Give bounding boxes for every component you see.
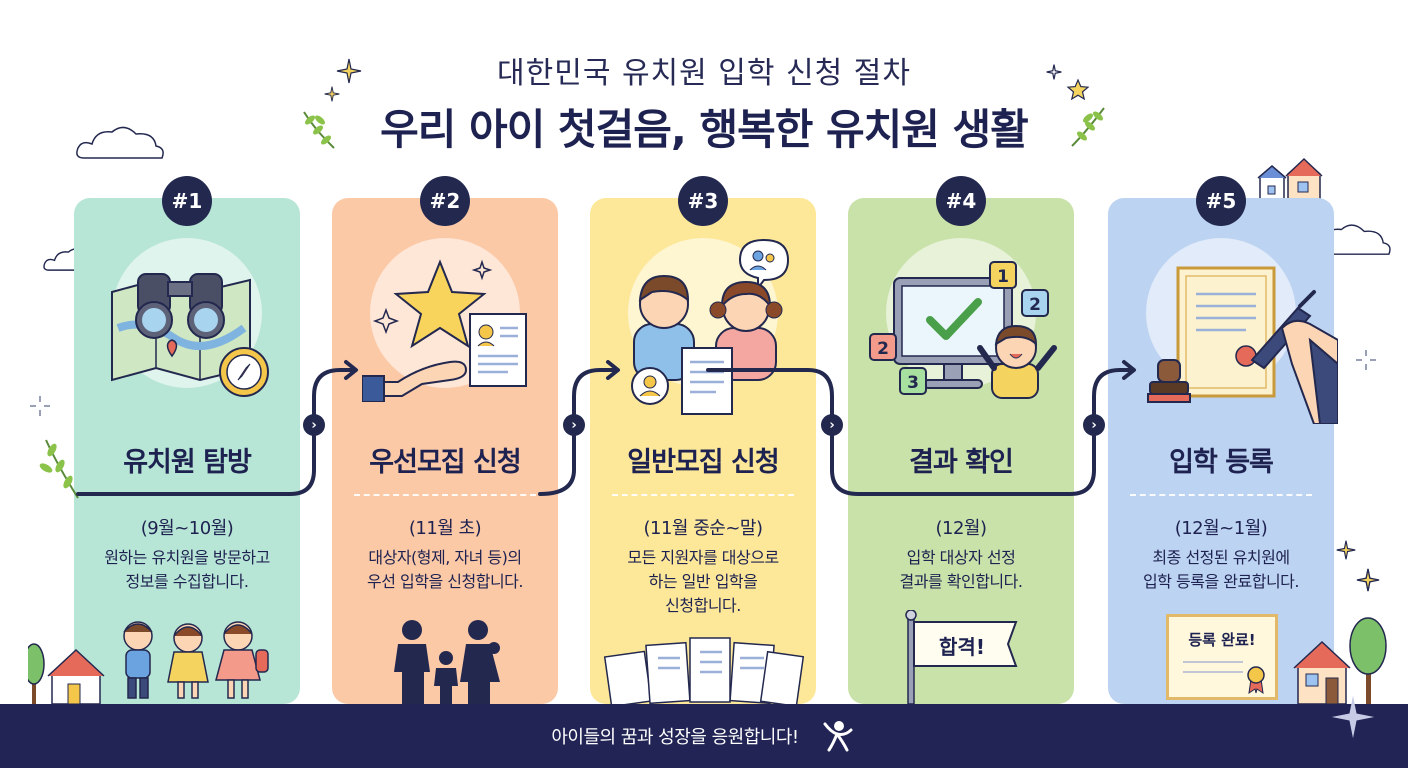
step-title: 우선모집 신청 xyxy=(369,447,521,478)
certificate-text: 등록 완료! xyxy=(1188,631,1256,649)
step-card-2: 우선모집 신청 (11월 초) 대상자(형제, 자녀 등)의 우선 입학을 신청… xyxy=(332,198,558,704)
flag-pole-icon xyxy=(905,610,1018,704)
step-period: (12월~1월) xyxy=(1174,518,1268,539)
step-description: 입학 대상자 선정 결과를 확인합니다. xyxy=(899,548,1023,591)
chevron-right-icon: › xyxy=(821,414,843,436)
divider xyxy=(1130,494,1312,496)
ribbon-seal-icon xyxy=(1247,666,1265,695)
sparkle-icon xyxy=(1046,64,1062,80)
step-description: 최종 선정된 유치원에 입학 등록을 완료합니다. xyxy=(1143,548,1299,591)
chevron-right-icon: › xyxy=(563,414,585,436)
footer-banner: 아이들의 꿈과 성장을 응원합니다! xyxy=(0,704,1408,768)
number-tile: 2 xyxy=(877,339,889,359)
sparkle-icon xyxy=(1356,350,1376,370)
house-tree-icon xyxy=(28,643,105,704)
star-icon xyxy=(1066,78,1090,101)
number-tile: 3 xyxy=(907,373,919,393)
certificate-lines xyxy=(1183,671,1243,673)
step-card-5: 입학 등록 (12월~1월) 최종 선정된 유치원에 입학 등록을 완료합니다.… xyxy=(1108,198,1338,704)
step-badge-1: #1 xyxy=(162,176,212,226)
chevron-right-icon: › xyxy=(303,414,325,436)
divider xyxy=(870,494,1052,496)
step-badge-4: #4 xyxy=(936,176,986,226)
step-description: 원하는 유치원을 방문하고 정보를 수집합니다. xyxy=(104,548,270,591)
leaf-branch-icon xyxy=(39,439,79,499)
chevron-right-icon: › xyxy=(1083,414,1105,436)
sparkle-icon xyxy=(1356,568,1380,592)
step-card-3: 일반모집 신청 (11월 중순~말) 모든 지원자를 대상으로 하는 일반 입학… xyxy=(590,198,816,704)
step-badge-5: #5 xyxy=(1196,176,1246,226)
step-title: 유치원 탐방 xyxy=(123,447,252,478)
certificate-lines xyxy=(1183,661,1243,663)
certificate-stamp-icon xyxy=(1147,266,1338,424)
step-period: (11월 중순~말) xyxy=(643,518,764,539)
binoculars-map-icon xyxy=(111,273,269,397)
houses-icon xyxy=(1257,157,1323,201)
children-walking-icon xyxy=(123,621,269,699)
certificate-card: 등록 완료! xyxy=(1166,614,1278,700)
divider xyxy=(612,494,794,496)
page-title: 우리 아이 첫걸음, 행복한 유치원 생활 xyxy=(380,105,1029,154)
footer-text: 아이들의 꿈과 성장을 응원합니다! xyxy=(551,727,799,748)
number-tile: 1 xyxy=(997,267,1009,287)
step-title: 일반모집 신청 xyxy=(627,447,779,478)
divider xyxy=(354,494,536,496)
step-description: 모든 지원자를 대상으로 하는 일반 입학을 신청합니다. xyxy=(627,548,779,615)
leaf-branch-icon xyxy=(1071,107,1105,147)
cloud-icon xyxy=(76,126,164,159)
application-forms-icon xyxy=(604,637,804,704)
child-jumping-icon xyxy=(823,721,853,752)
pass-flag-text: 합격! xyxy=(939,634,985,659)
step-badge-2: #2 xyxy=(420,176,470,226)
step-title: 입학 등록 xyxy=(1169,447,1274,478)
leaf-branch-icon xyxy=(303,111,335,149)
step-description: 대상자(형제, 자녀 등)의 우선 입학을 신청합니다. xyxy=(367,548,523,591)
sparkle-icon xyxy=(324,86,340,102)
sparkle-icon xyxy=(30,396,50,416)
step-period: (12월) xyxy=(935,518,987,539)
family-silhouette-icon xyxy=(394,620,500,704)
step-period: (9월~10월) xyxy=(140,518,234,539)
children-application-icon xyxy=(631,238,790,415)
sparkle-icon xyxy=(1336,540,1356,560)
step-period: (11월 초) xyxy=(408,518,482,539)
step-title: 결과 확인 xyxy=(909,447,1014,478)
monitor-check-icon: 1 2 2 3 xyxy=(869,261,1057,399)
step-card-1: 유치원 탐방 (9월~10월) 원하는 유치원을 방문하고 정보를 수집합니다. xyxy=(74,198,300,704)
step-badge-3: #3 xyxy=(678,176,728,226)
star-hand-document-icon xyxy=(362,259,527,402)
number-tile: 2 xyxy=(1029,295,1041,315)
house-tree-icon xyxy=(1293,617,1387,704)
step-card-4: 1 2 2 3 결과 확인 (12월) 입학 대상자 선정 결과를 확인합니다.… xyxy=(848,198,1074,704)
divider xyxy=(96,494,278,496)
sparkle-icon xyxy=(1331,695,1375,739)
page-subtitle: 대한민국 유치원 입학 신청 절차 xyxy=(497,56,911,91)
sparkle-icon xyxy=(336,58,362,84)
